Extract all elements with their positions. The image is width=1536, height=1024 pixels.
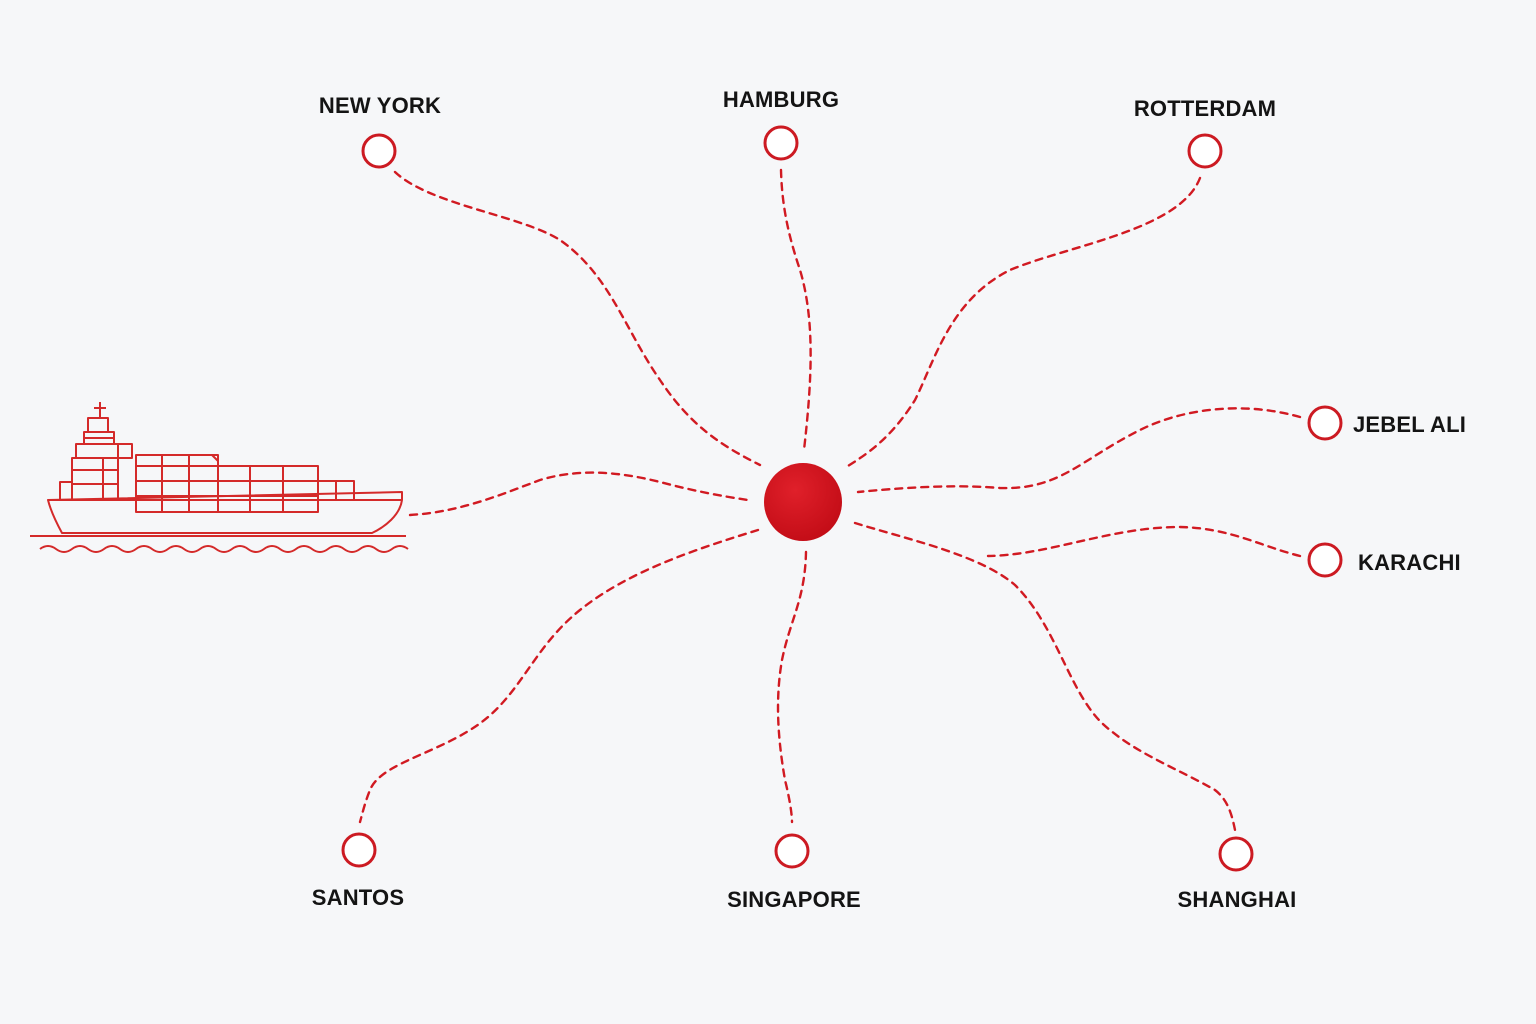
port-node-rotterdam[interactable] bbox=[1187, 133, 1223, 169]
route-rotterdam bbox=[846, 176, 1202, 468]
port-node-karachi[interactable] bbox=[1307, 542, 1343, 578]
route-ship bbox=[408, 471, 750, 517]
port-label-santos: SANTOS bbox=[312, 885, 404, 910]
route-hamburg bbox=[779, 168, 812, 452]
route-shanghai bbox=[853, 521, 1237, 832]
route-karachi bbox=[986, 525, 1302, 558]
port-node-singapore[interactable] bbox=[774, 833, 810, 869]
port-node-new-york[interactable] bbox=[361, 133, 397, 169]
port-label-singapore: SINGAPORE bbox=[727, 887, 861, 912]
route-jebel-ali bbox=[856, 407, 1302, 494]
port-node-hamburg[interactable] bbox=[763, 125, 799, 161]
route-santos bbox=[358, 528, 760, 824]
port-label-new-york: NEW YORK bbox=[319, 93, 441, 118]
port-label-jebel-ali: JEBEL ALI bbox=[1353, 412, 1466, 437]
port-label-rotterdam: ROTTERDAM bbox=[1134, 96, 1276, 121]
route-new-york bbox=[393, 170, 762, 467]
port-label-shanghai: SHANGHAI bbox=[1178, 887, 1297, 912]
port-label-hamburg: HAMBURG bbox=[723, 87, 839, 112]
port-nodes bbox=[341, 125, 1343, 872]
hub-dot bbox=[764, 463, 842, 541]
routes bbox=[358, 168, 1302, 832]
route-singapore bbox=[776, 550, 808, 824]
port-label-karachi: KARACHI bbox=[1358, 550, 1461, 575]
port-node-santos[interactable] bbox=[341, 832, 377, 868]
port-labels: NEW YORK HAMBURG ROTTERDAM JEBEL ALI KAR… bbox=[312, 87, 1466, 912]
port-node-shanghai[interactable] bbox=[1218, 836, 1254, 872]
container-ship-icon bbox=[30, 402, 409, 553]
port-node-jebel-ali[interactable] bbox=[1307, 405, 1343, 441]
